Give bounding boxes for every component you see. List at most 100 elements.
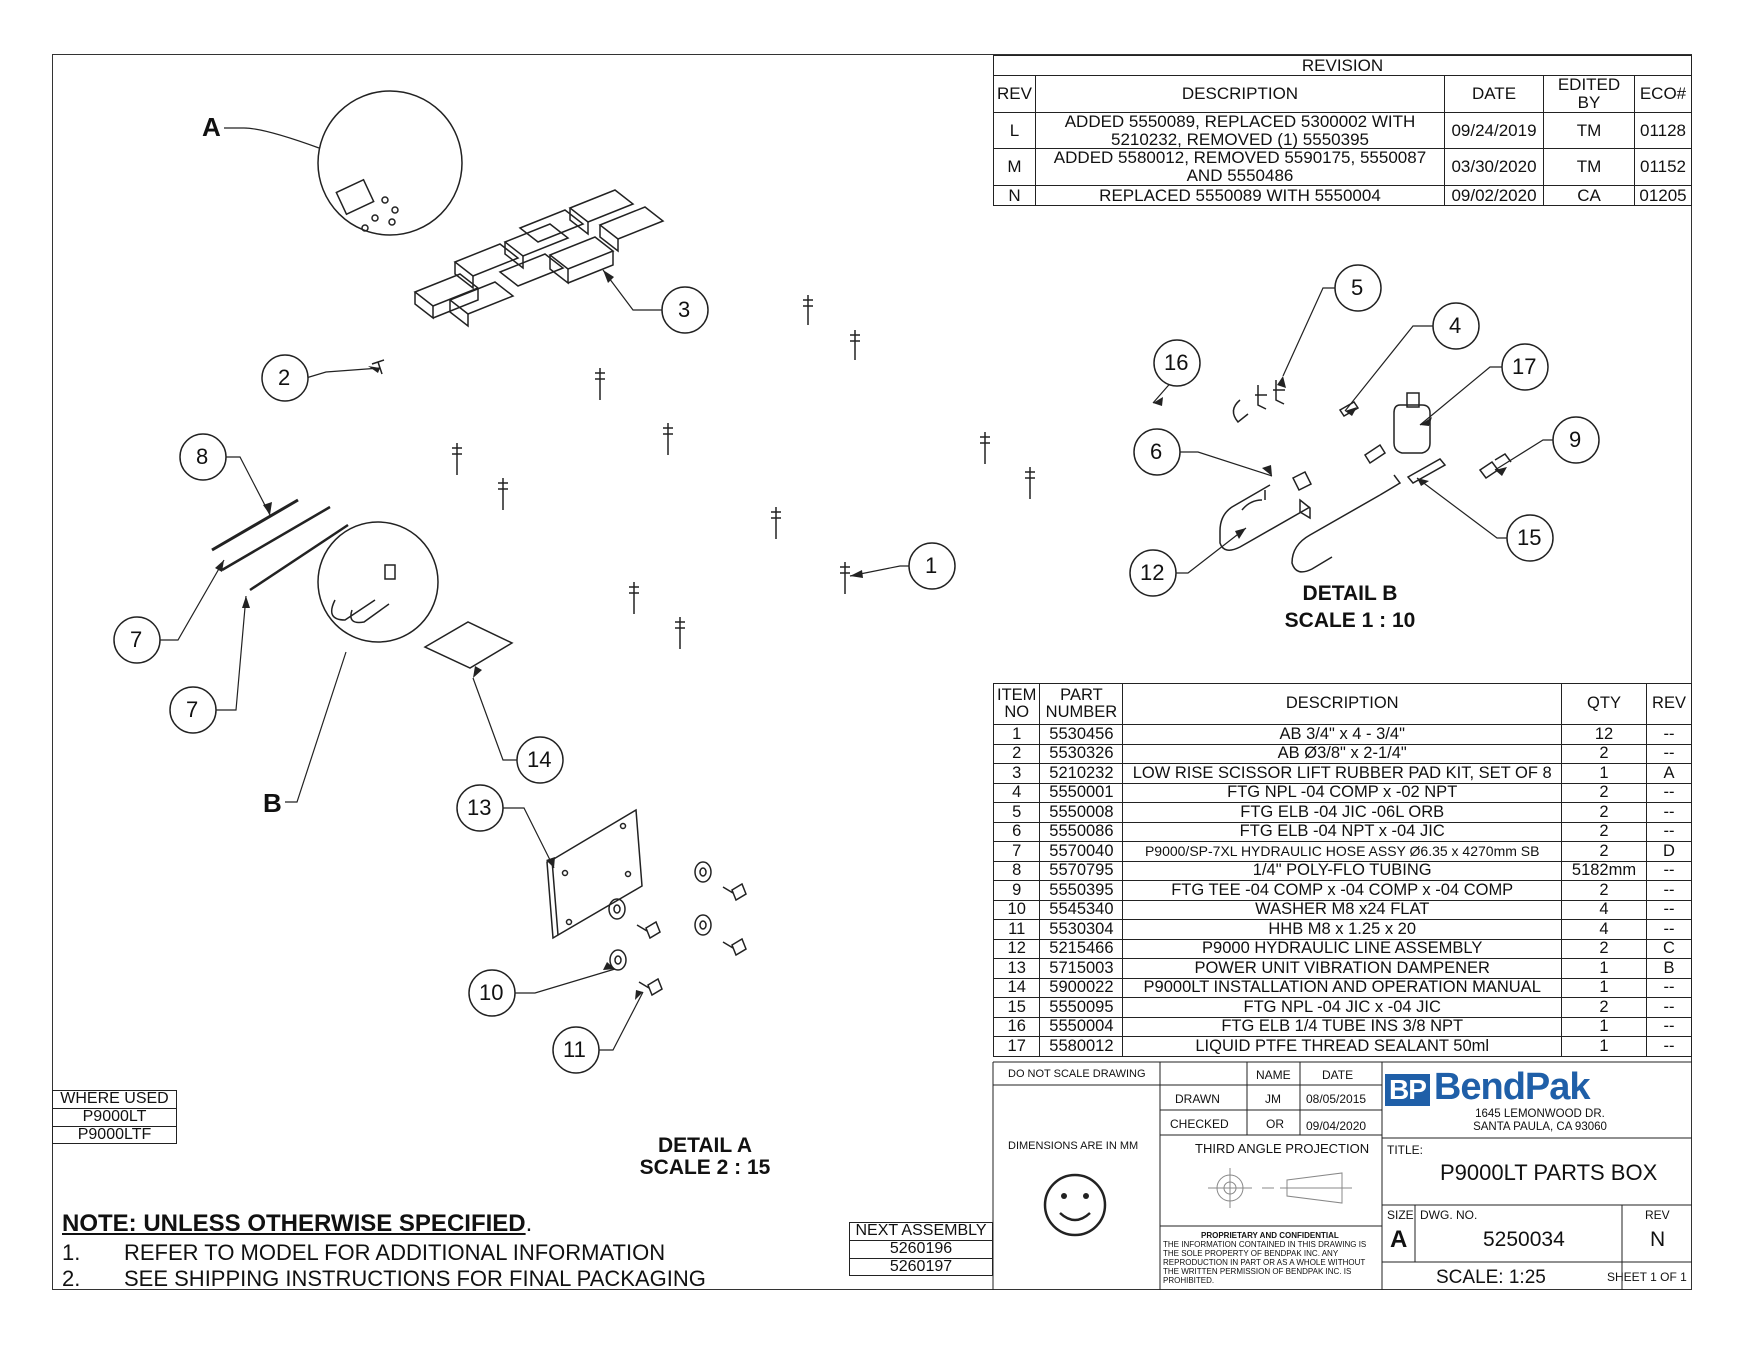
drawn-name: JM: [1265, 1092, 1281, 1106]
proprietary-line: PROHIBITED.: [1163, 1276, 1215, 1285]
revision-row: M ADDED 5580012, REMOVED 5590175, 555008…: [993, 148, 1692, 187]
item-header-line: NO: [1004, 703, 1030, 721]
address-line: SANTA PAULA, CA 93060: [1473, 1121, 1607, 1133]
next-assembly-table: NEXT ASSEMBLY 5260196 5260197: [849, 1222, 993, 1277]
detail-a-scale: SCALE 2 : 15: [639, 1156, 771, 1179]
part-number-cell: 5570795: [1039, 860, 1124, 881]
rev-cell: --: [1646, 919, 1692, 940]
note-line: 1. REFER TO MODEL FOR ADDITIONAL INFORMAT…: [62, 1240, 706, 1266]
balloon-7a: 7: [130, 627, 143, 652]
detail-b-label: B: [263, 788, 282, 818]
qty-cell: 2: [1561, 880, 1647, 901]
item-no-cell: 2: [992, 743, 1041, 764]
rev-value: N: [1650, 1228, 1666, 1251]
part-header-line: PART: [1060, 685, 1103, 704]
description-header: DESCRIPTION: [1034, 75, 1446, 113]
qty-cell: 2: [1561, 938, 1647, 959]
description-cell: P9000LT INSTALLATION AND OPERATION MANUA…: [1122, 977, 1562, 998]
part-number-cell: 5550095: [1039, 997, 1124, 1018]
rev-desc-line: ADDED 5550089, REPLACED 5300002 WITH: [1064, 111, 1416, 131]
balloon-5: 5: [1351, 275, 1364, 300]
note-text: REFER TO MODEL FOR ADDITIONAL INFORMATIO…: [124, 1240, 666, 1265]
projection-label: THIRD ANGLE PROJECTION: [1195, 1141, 1370, 1156]
eco-header: ECO#: [1634, 75, 1692, 113]
description-cell: HHB M8 x 1.25 x 20: [1122, 919, 1562, 940]
proprietary-notice: PROPRIETARY AND CONFIDENTIAL THE INFORMA…: [1163, 1231, 1366, 1285]
item-no-cell: 7: [992, 841, 1041, 862]
rev-cell: --: [1646, 782, 1692, 803]
drawn-label: DRAWN: [1175, 1092, 1220, 1106]
where-used-table: WHERE USED P9000LT P9000LTF: [52, 1090, 177, 1145]
revision-row: N REPLACED 5550089 WITH 5550004 09/02/20…: [993, 185, 1692, 207]
balloon-9: 9: [1569, 427, 1582, 452]
part-header-line: NUMBER: [1045, 703, 1118, 721]
item-no-cell: 16: [992, 1016, 1041, 1037]
rev-by-cell: CA: [1543, 185, 1635, 207]
do-not-scale: DO NOT SCALE DRAWING: [1008, 1068, 1146, 1080]
detail-b-title: DETAIL B: [1302, 582, 1398, 605]
notes-block: NOTE: UNLESS OTHERWISE SPECIFIED. 1. REFE…: [62, 1210, 706, 1292]
balloon-1: 1: [925, 553, 938, 578]
part-number-cell: 5550395: [1039, 880, 1124, 901]
part-number-cell: 5580012: [1039, 1036, 1124, 1057]
where-used-item: P9000LT: [52, 1107, 177, 1127]
where-used-item: P9000LTF: [52, 1125, 177, 1145]
proprietary-line: REPRODUCTION IN PART OR AS A WHOLE WITHO…: [1163, 1258, 1366, 1267]
qty-cell: 2: [1561, 743, 1647, 764]
qty-cell: 1: [1561, 1016, 1647, 1037]
qty-cell: 1: [1561, 977, 1647, 998]
balloon-3: 3: [678, 297, 691, 322]
note-number: 1.: [62, 1240, 81, 1265]
date-header: DATE: [1322, 1068, 1354, 1082]
part-number-cell: 5530304: [1039, 919, 1124, 940]
company-address: 1645 LEMONWOOD DR. SANTA PAULA, CA 93060: [1440, 1108, 1640, 1134]
rev-eco-cell: 01205: [1634, 185, 1692, 207]
anchor-bolts: [452, 295, 1035, 649]
qty-cell: 2: [1561, 821, 1647, 842]
description-cell: FTG ELB -04 NPT x -04 JIC: [1122, 821, 1562, 842]
drawn-date: 08/05/2015: [1306, 1092, 1367, 1106]
rev-cell: --: [1646, 802, 1692, 823]
qty-cell: 5182mm: [1561, 860, 1647, 881]
sheet-value: SHEET 1 OF 1: [1607, 1270, 1687, 1284]
drawing-border: [52, 54, 1692, 1290]
rev-cell: C: [1646, 938, 1692, 959]
notes-period: .: [525, 1210, 533, 1237]
item-no-cell: 14: [992, 977, 1041, 998]
rev-desc-cell: REPLACED 5550089 WITH 5550004: [1034, 185, 1446, 207]
washers-bolts: [608, 861, 747, 997]
detail-b-fittings: [1219, 380, 1512, 573]
notes-title: NOTE: UNLESS OTHERWISE SPECIFIED: [62, 1210, 526, 1237]
part-number-cell: 5215466: [1039, 938, 1124, 959]
rev-cell: D: [1646, 841, 1692, 862]
part-number-cell: 5900022: [1039, 977, 1124, 998]
part-number-cell: 5570040: [1039, 841, 1124, 862]
qty-cell: 2: [1561, 782, 1647, 803]
smiley-icon: [1043, 1173, 1107, 1237]
balloon-7b: 7: [186, 697, 199, 722]
description-cell: AB 3/4" x 4 - 3/4": [1122, 724, 1562, 745]
proprietary-title: PROPRIETARY AND CONFIDENTIAL: [1201, 1231, 1339, 1240]
rev-cell: --: [1646, 724, 1692, 745]
item-no-cell: 3: [992, 763, 1041, 784]
detail-a-circle: [317, 90, 463, 236]
rev-desc-line: ADDED 5580012, REMOVED 5590175, 5550087: [1053, 148, 1427, 168]
item-no-cell: 4: [992, 782, 1041, 803]
qty-cell: 1: [1561, 958, 1647, 979]
item-no-cell: 13: [992, 958, 1041, 979]
description-cell: POWER UNIT VIBRATION DAMPENER: [1122, 958, 1562, 979]
note-line: 2.SEE SHIPPING INSTRUCTIONS FOR FINAL PA…: [62, 1266, 706, 1292]
note-text: SEE SHIPPING INSTRUCTIONS FOR FINAL PACK…: [124, 1266, 706, 1291]
